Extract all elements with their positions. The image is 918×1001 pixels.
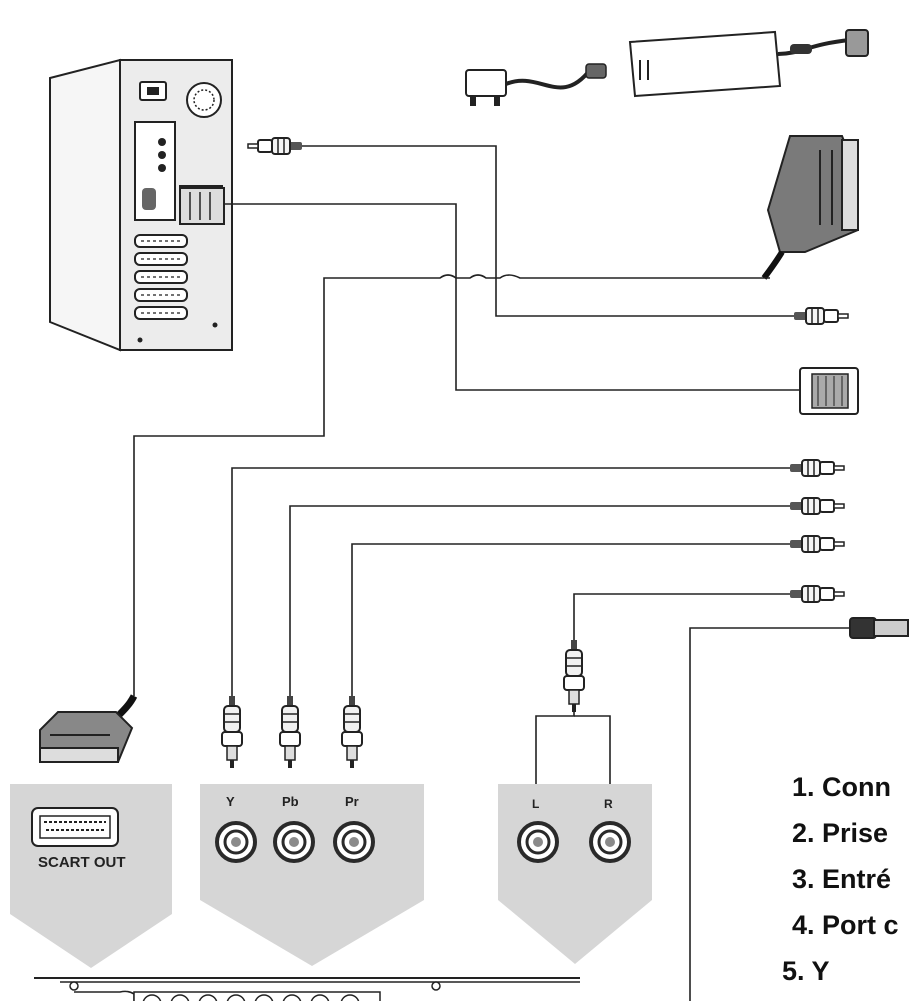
audio-panel: L R	[498, 784, 652, 964]
component-label-pb: Pb	[282, 794, 299, 809]
wall-plug-icon	[465, 69, 507, 97]
rca-plug-y-panel	[221, 695, 243, 769]
rca-plug-pc	[247, 137, 303, 155]
computer-tower	[49, 58, 233, 352]
scart-out-label: SCART OUT	[38, 854, 126, 871]
dc-connector-icon	[845, 29, 869, 57]
rca-plug-pr-panel	[341, 695, 363, 769]
component-label-y: Y	[226, 794, 235, 809]
jack-pb-icon	[273, 821, 315, 863]
audio-label-r: R	[604, 797, 613, 811]
component-label-pr: Pr	[345, 794, 359, 809]
jack-r-icon	[589, 821, 631, 863]
power-adapter	[465, 29, 869, 106]
component-panel: Y Pb Pr	[200, 784, 424, 966]
jack-l-icon	[517, 821, 559, 863]
scart-plug-top	[761, 135, 859, 280]
jack-pr-icon	[333, 821, 375, 863]
rca-plug-pb	[789, 497, 845, 515]
vga-plug-right	[799, 367, 859, 415]
rca-plug-pb-panel	[279, 695, 301, 769]
fan-grille-icon	[186, 82, 222, 118]
rca-plug-audio-panel	[563, 639, 585, 713]
device-rear-strip	[34, 977, 580, 1001]
rca-plug-audio-out	[793, 307, 849, 325]
scart-out-panel: SCART OUT	[10, 784, 172, 968]
vga-plug-pc	[179, 187, 225, 225]
scart-plug-bottom	[39, 694, 138, 763]
usb-plug-icon	[849, 617, 909, 639]
rca-plug-audio	[789, 585, 845, 603]
jack-y-icon	[215, 821, 257, 863]
rca-plug-pr	[789, 535, 845, 553]
cables	[133, 145, 850, 1001]
audio-label-l: L	[532, 797, 539, 811]
rca-plug-y	[789, 459, 845, 477]
